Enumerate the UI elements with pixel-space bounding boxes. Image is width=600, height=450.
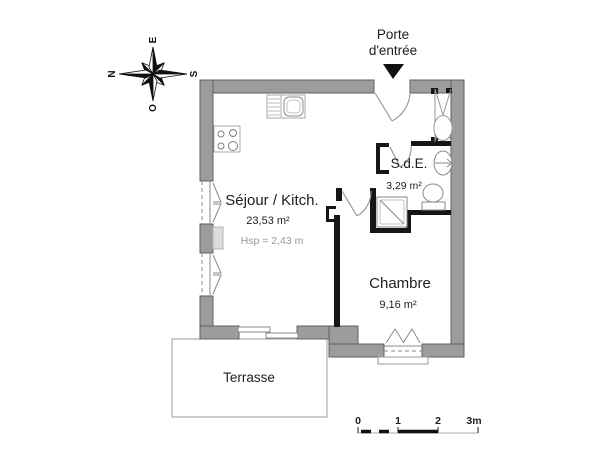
sde-label: S.d.E. — [391, 156, 428, 171]
entrance-door-swing-icon — [374, 92, 411, 122]
scale-bar: 0 1 2 3m — [355, 415, 482, 434]
terrace-outline — [171, 338, 328, 418]
scale-ticks — [357, 427, 479, 433]
door-leaf — [374, 92, 393, 122]
burner — [217, 142, 225, 150]
closet-tick-top-right — [446, 88, 452, 93]
sink-basin-inner — [286, 99, 301, 114]
entrance-label-line2: d'entrée — [369, 43, 417, 58]
sde-door-jamb-top — [376, 143, 389, 147]
casement-symbol — [212, 274, 222, 295]
compass-rose-icon: N E S O — [107, 36, 200, 112]
partition-sejour-chambre — [334, 215, 340, 327]
door-arc — [399, 145, 412, 168]
window-sejour-2 — [201, 253, 222, 296]
wall-right — [450, 79, 465, 358]
compass-east-letter: S — [189, 70, 200, 77]
radiator — [212, 226, 224, 250]
door-arc — [356, 190, 372, 217]
water-heater-icon — [433, 115, 453, 141]
chambre-door-post — [336, 188, 342, 201]
casement-symbol — [212, 203, 222, 223]
stove-icon — [213, 125, 241, 153]
wall-chambre-bottom-left — [328, 343, 385, 358]
chambre-area: 9,16 m² — [379, 299, 417, 311]
toilet-bowl — [422, 183, 444, 203]
sde-door-jamb-bottom — [376, 170, 389, 174]
burner — [229, 129, 237, 137]
entrance-label-line1: Porte — [377, 27, 409, 42]
window-sill — [377, 356, 429, 365]
interior-partitions — [326, 88, 452, 327]
exterior-walls — [199, 79, 465, 358]
compass-bottom-letter: O — [148, 104, 159, 112]
compass-west-letter: N — [107, 70, 118, 77]
scale-tick-1: 1 — [395, 415, 401, 427]
door-leaf — [389, 146, 401, 168]
scale-tick-3: 3m — [466, 415, 481, 427]
bathroom-fixtures — [376, 88, 453, 228]
sde-area: 3,29 m² — [386, 180, 422, 192]
door-leaf — [341, 190, 358, 217]
windows — [201, 181, 429, 365]
compass-cardinal-rays — [118, 46, 188, 102]
wall-chambre-bottom-right — [421, 343, 465, 358]
shower-diagonal — [379, 199, 405, 225]
terrace-label: Terrasse — [223, 370, 275, 385]
wall-left-upper — [199, 79, 214, 182]
drainboard-hatch — [268, 98, 280, 116]
casement-symbol — [212, 254, 222, 274]
partition-sde-left-upper — [376, 143, 380, 174]
partition-bracket-top — [326, 206, 336, 209]
doors — [341, 92, 412, 217]
window-chambre — [377, 328, 429, 365]
scale-tick-0: 0 — [355, 415, 361, 427]
door-arc — [391, 92, 411, 122]
casement-symbol — [385, 328, 405, 344]
compass-top-letter: E — [148, 36, 159, 43]
shower-icon — [376, 196, 408, 228]
water-heater-closet — [433, 88, 453, 142]
partition-sde-left-lower — [370, 188, 376, 233]
tap-arrow — [446, 158, 453, 168]
room-labels: Séjour / Kitch. 23,53 m² Hsp = 2,43 m S.… — [225, 156, 431, 311]
partition-sde-bottom-right — [411, 210, 451, 215]
partition-sde-bottom-left — [370, 228, 411, 233]
burner — [228, 141, 238, 151]
partition-bracket-bar — [326, 206, 329, 222]
casement-symbol — [212, 182, 222, 203]
scale-tick-2: 2 — [435, 415, 441, 427]
wall-sejour-bottom-left — [199, 325, 240, 340]
partition-bracket-bottom — [326, 219, 336, 222]
sejour-height-note: Hsp = 2,43 m — [241, 235, 304, 247]
sliding-panel — [237, 326, 271, 333]
sde-door-swing-icon — [389, 145, 412, 168]
terrace: Terrasse — [171, 338, 328, 418]
toilet-tank — [421, 201, 446, 211]
sejour-area: 23,53 m² — [246, 215, 290, 227]
wall-top-left — [199, 79, 375, 94]
toilet-icon — [421, 183, 446, 211]
casement-symbol — [402, 328, 421, 344]
chambre-label: Chambre — [369, 275, 431, 292]
bathroom-sink-icon — [433, 150, 453, 176]
window-sejour-1 — [201, 181, 222, 224]
partition-sde-connector — [406, 210, 411, 233]
entrance-arrow-icon — [383, 64, 404, 79]
kitchen-sink-icon — [266, 94, 306, 119]
partition-sde-top — [411, 141, 451, 146]
sliding-door-terrace — [237, 326, 299, 339]
compass-letters: N E S O — [107, 36, 200, 112]
entrance-annotation: Porte d'entrée — [369, 27, 417, 79]
compass-diagonal-rays — [141, 62, 165, 86]
sliding-panel — [265, 332, 299, 339]
chambre-door-swing-icon — [341, 190, 372, 217]
sejour-label: Séjour / Kitch. — [225, 192, 318, 209]
kitchen-fixtures — [212, 94, 306, 250]
wall-left-pier — [199, 223, 214, 254]
burner — [217, 130, 225, 138]
